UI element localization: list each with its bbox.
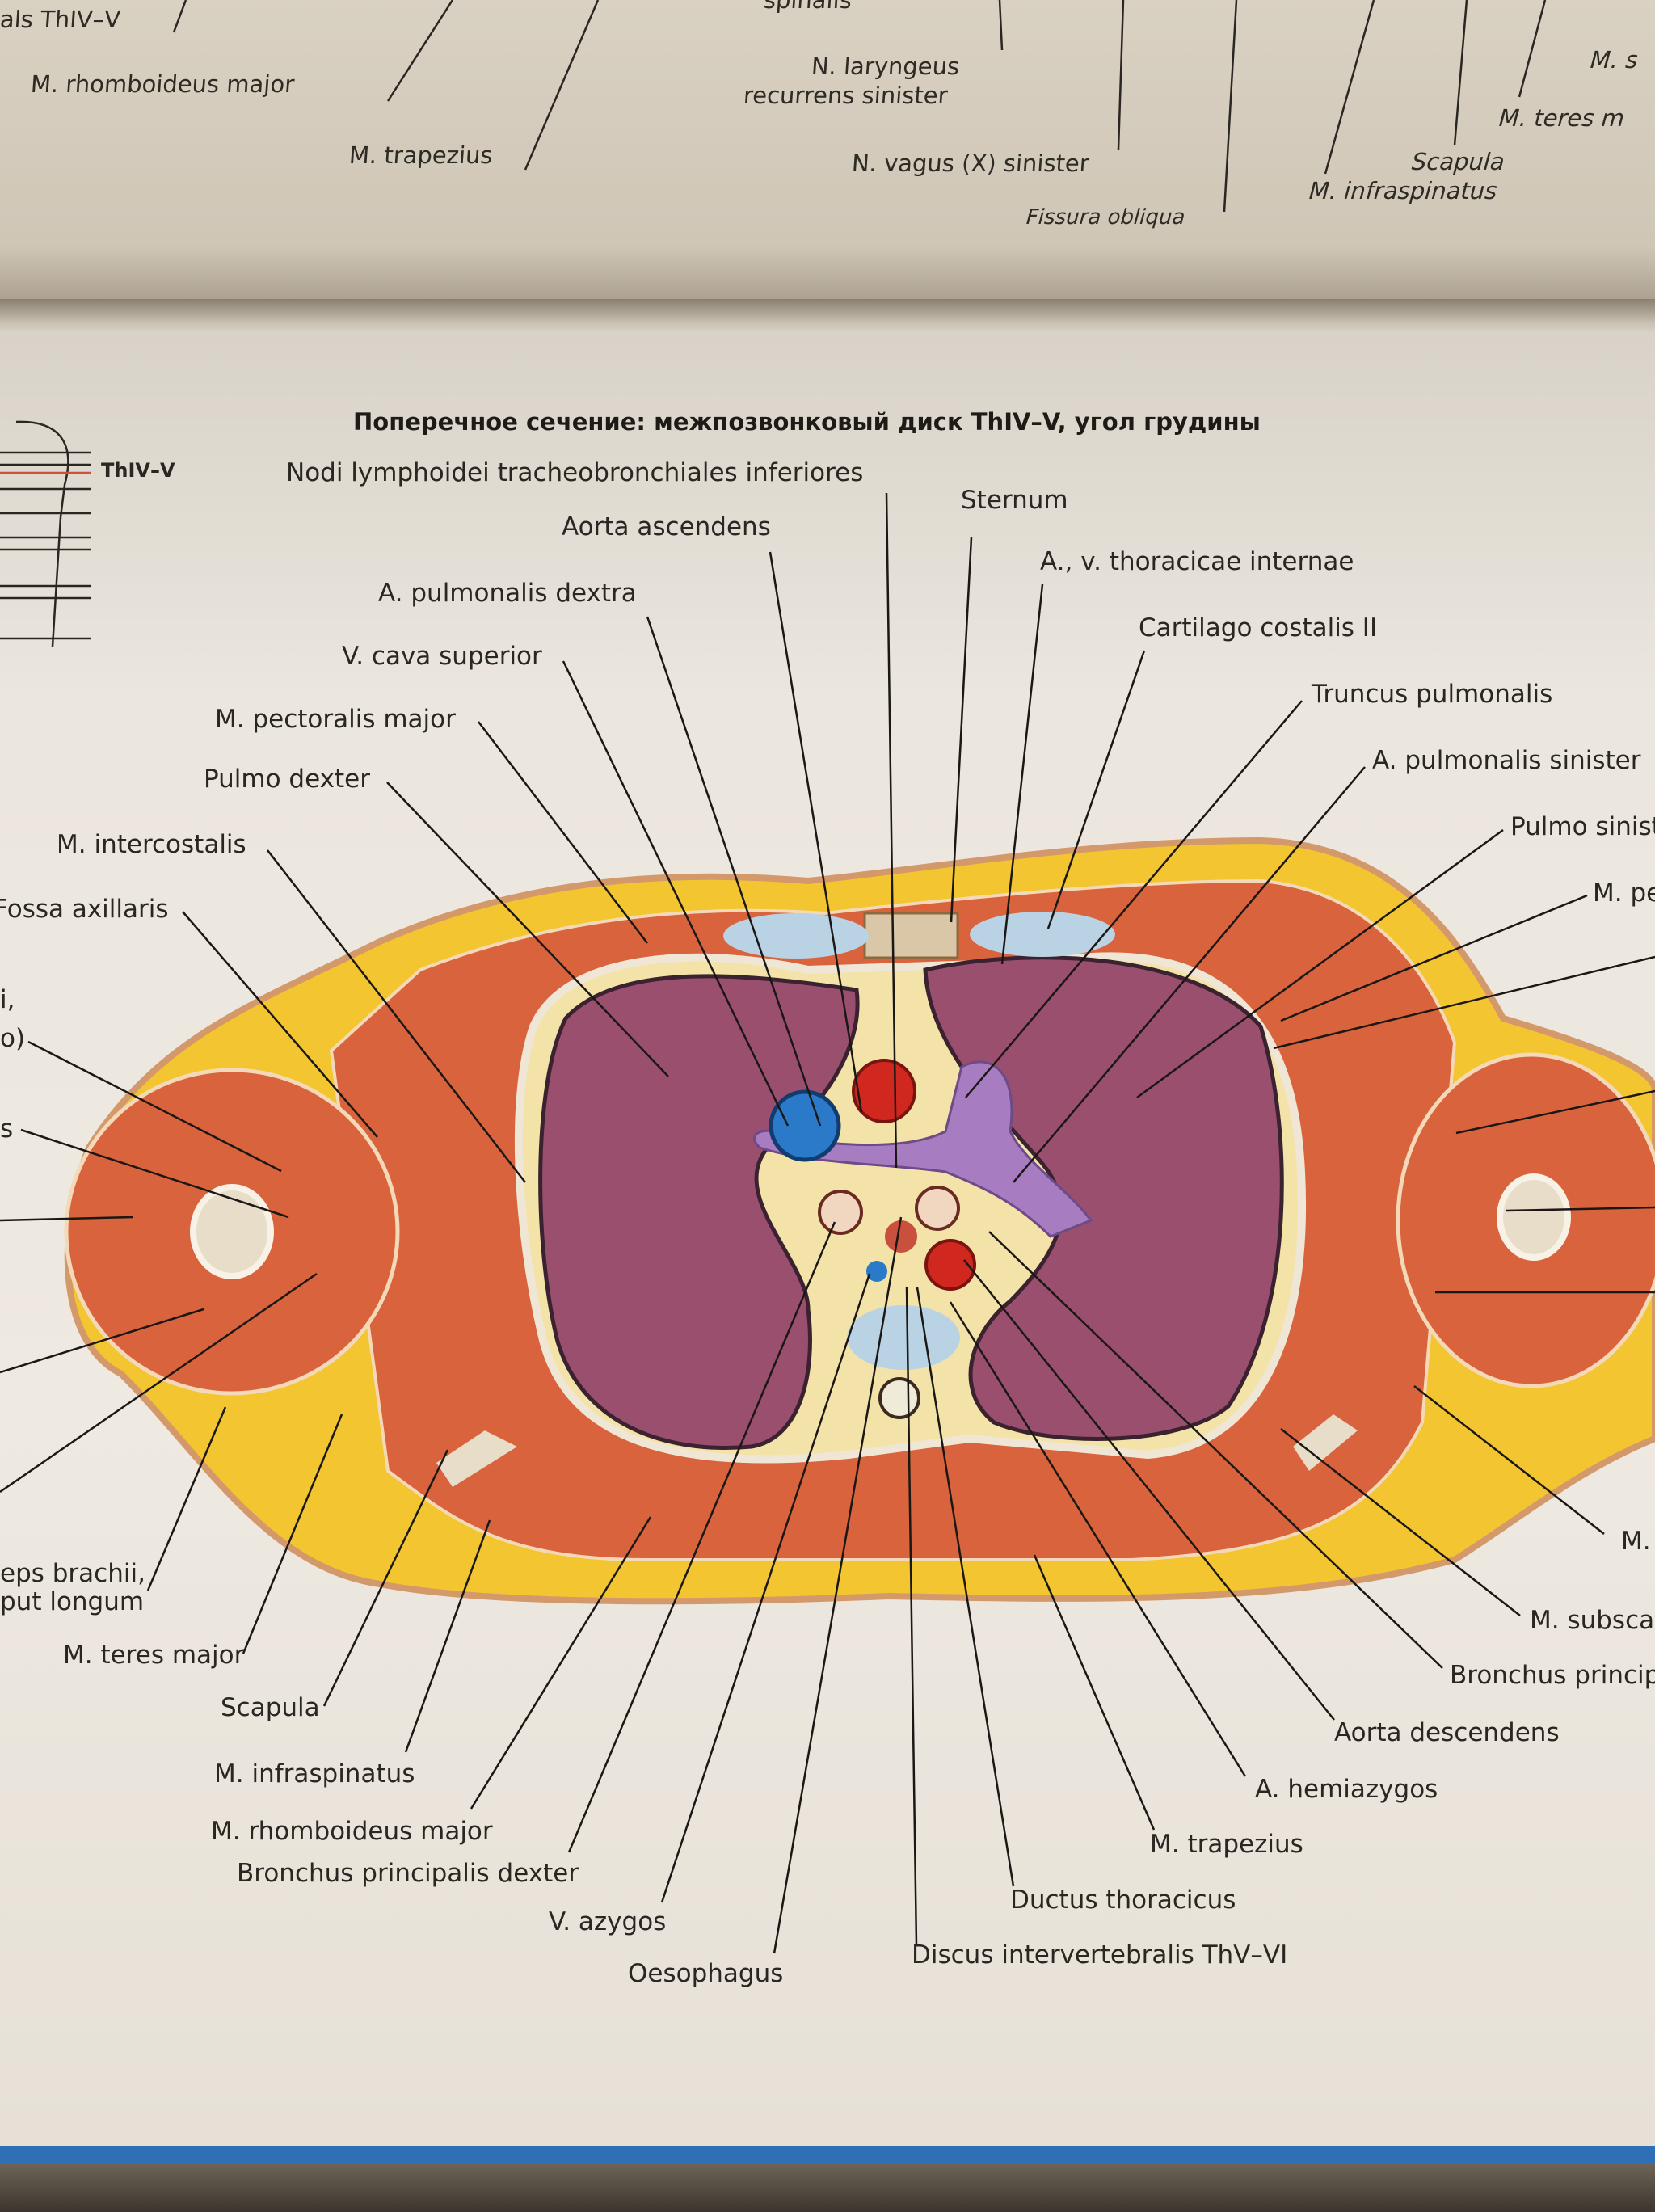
label-nodi-lymphoidei: Nodi lymphoidei tracheobronchiales infer… [286, 458, 864, 487]
label-m-teres-major: M. teres major [63, 1641, 245, 1670]
scapula-right [1293, 1414, 1358, 1471]
label-v-azygos: V. azygos [549, 1907, 667, 1936]
label-cartilago-costalis: Cartilago costalis II [1139, 613, 1378, 643]
top-leader-lines [172, 0, 1547, 213]
spine-level-diagram [0, 420, 91, 647]
label-discus-intervertebralis: Discus intervertebralis ThV–VI [912, 1940, 1288, 1970]
label-m-partial: M. [1621, 1527, 1651, 1556]
left-humerus [190, 1184, 274, 1279]
label-scapula: Scapula [221, 1693, 320, 1722]
label-partial: i, [0, 985, 15, 1014]
label-partial: o) [0, 1024, 26, 1053]
label-pulmo-dexter: Pulmo dexter [204, 765, 370, 794]
superior-vena-cava [769, 1089, 841, 1162]
azygos-vein [866, 1261, 887, 1282]
label-pulmo-sinister: Pulmo sinist [1510, 812, 1655, 841]
intervertebral-disc [847, 1305, 960, 1370]
right-bronchus [818, 1190, 863, 1235]
label-a-pulmonalis-dextra: A. pulmonalis dextra [378, 579, 637, 608]
label-triceps-brachii: eps brachii, [0, 1559, 145, 1588]
background-below-book [0, 2164, 1655, 2212]
label-aorta-descendens: Aorta descendens [1334, 1718, 1560, 1747]
label-m-pectoralis-left: M. pe [1593, 878, 1655, 908]
label-truncus-pulmonalis: Truncus pulmonalis [1312, 680, 1553, 709]
label-m-subscapularis: M. subscap [1530, 1606, 1655, 1635]
label-fossa-axillaris: Fossa axillaris [0, 895, 169, 924]
descending-aorta [924, 1239, 976, 1291]
spinal-canal [878, 1377, 920, 1419]
label-m-rhomboideus-major: M. rhomboideus major [211, 1817, 493, 1846]
label-thoracicae-internae: A., v. thoracicae internae [1040, 547, 1354, 576]
label-aorta-ascendens: Aorta ascendens [562, 512, 771, 541]
costal-cartilage-left [970, 912, 1115, 957]
previous-page [0, 0, 1655, 307]
left-lung [923, 955, 1284, 1441]
label-a-hemiazygos: A. hemiazygos [1255, 1775, 1438, 1804]
left-bronchus [915, 1186, 960, 1231]
label-caput-longum: put longum [0, 1587, 145, 1616]
page-edge-stripe [0, 2146, 1655, 2164]
right-humerus [1497, 1173, 1571, 1261]
level-label: ThIV–V [101, 459, 175, 482]
label-m-pectoralis-major: M. pectoralis major [215, 705, 456, 734]
ascending-aorta [852, 1059, 916, 1123]
scapula-left [436, 1430, 517, 1487]
costal-cartilage-right [723, 913, 869, 959]
leader-lines [0, 492, 1655, 1954]
label-oesophagus: Oesophagus [628, 1959, 784, 1988]
label-m-intercostalis: M. intercostalis [57, 830, 246, 859]
label-m-trapezius: M. trapezius [1150, 1830, 1303, 1859]
label-ductus-thoracicus: Ductus thoracicus [1010, 1885, 1236, 1915]
label-sternum: Sternum [961, 486, 1068, 515]
label-a-pulmonalis-sinister: A. pulmonalis sinister [1372, 746, 1641, 775]
right-lung [538, 974, 860, 1450]
label-m-infraspinatus: M. infraspinatus [214, 1759, 415, 1789]
label-bronchus-dexter: Bronchus principalis dexter [237, 1859, 579, 1888]
label-v-cava-superior: V. cava superior [342, 642, 542, 671]
oesophagus [885, 1220, 917, 1253]
sternum [863, 912, 959, 959]
label-bronchus-sinister: Bronchus principa [1450, 1661, 1655, 1690]
label-partial: s [0, 1114, 14, 1144]
figure-title: Поперечное сечение: межпозвонковый диск … [353, 408, 1261, 436]
